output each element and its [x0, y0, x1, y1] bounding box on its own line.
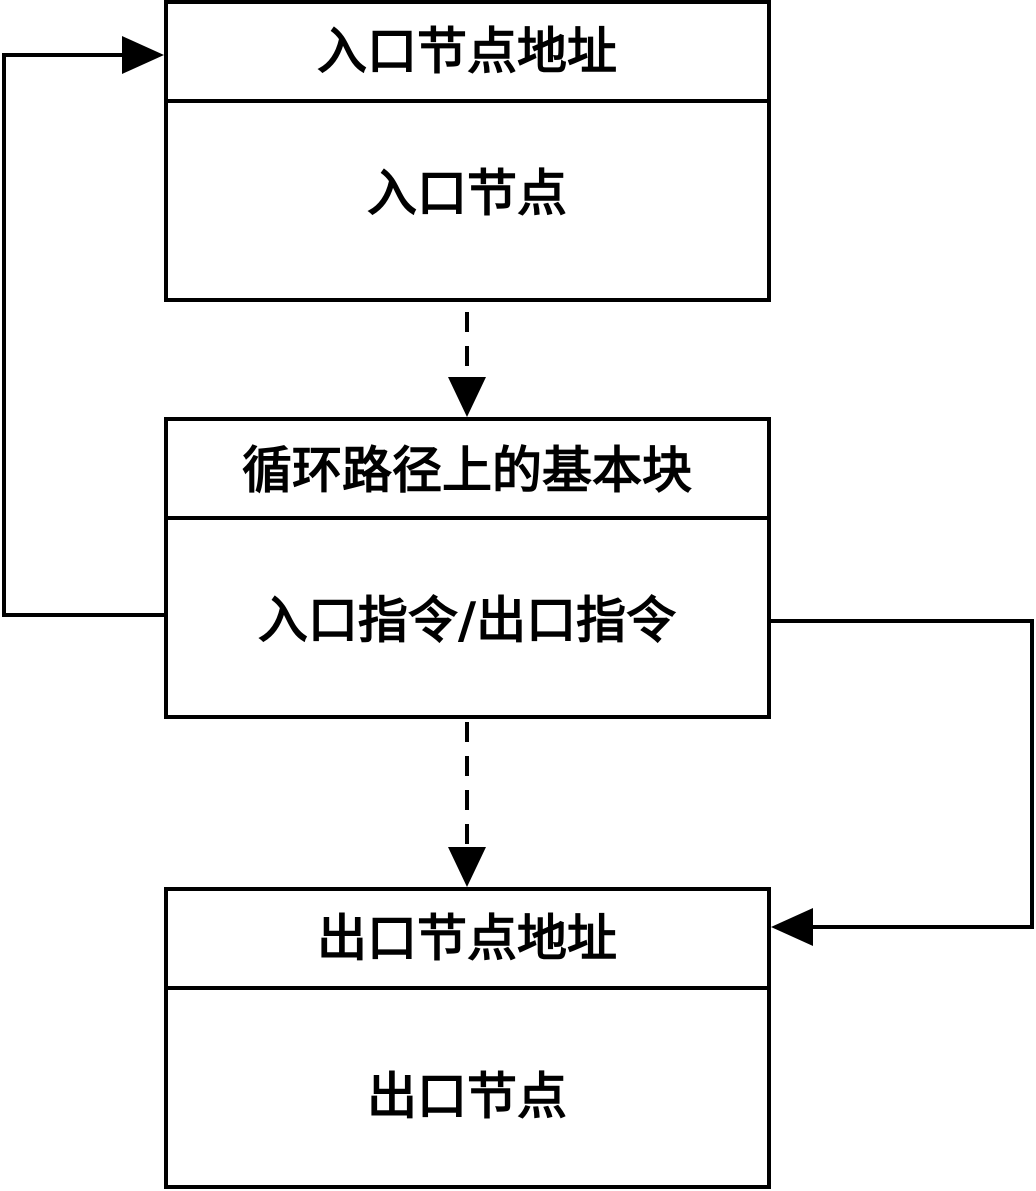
- entry-node-header: 入口节点地址: [317, 22, 617, 81]
- exit-node-body: 出口节点: [367, 1067, 567, 1126]
- arrowhead-right-icon: [122, 36, 164, 74]
- edge-loop-block-to-exit-solid-line: [769, 619, 1034, 929]
- loop-block-node-header: 循环路径上的基本块: [242, 441, 692, 500]
- exit-node-header: 出口节点地址: [317, 909, 617, 968]
- edge-entry-to-loop-block: [448, 312, 486, 417]
- edge-loop-block-to-entry-line: [2, 53, 166, 617]
- loop-block-node: 循环路径上的基本块 入口指令/出口指令: [164, 417, 771, 719]
- loop-block-node-body: 入口指令/出口指令: [258, 591, 677, 650]
- entry-node-frame: [164, 0, 771, 302]
- entry-node-body: 入口节点: [367, 164, 567, 223]
- exit-node-frame: [164, 887, 771, 1189]
- exit-node: 出口节点地址 出口节点: [164, 887, 771, 1189]
- edge-loop-block-to-exit-dashed: [448, 722, 486, 887]
- edge-loop-block-to-entry: [2, 36, 166, 617]
- loop-block-node-frame: [164, 417, 771, 719]
- arrowhead-down-icon: [448, 377, 486, 417]
- entry-node: 入口节点地址 入口节点: [164, 0, 771, 302]
- edge-loop-block-to-exit-solid: [769, 619, 1034, 946]
- arrowhead-down-icon: [448, 847, 486, 887]
- arrowhead-left-icon: [771, 908, 813, 946]
